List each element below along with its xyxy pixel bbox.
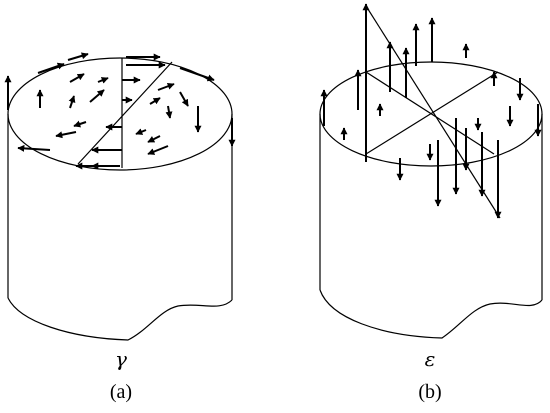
arrow [179, 91, 189, 107]
arrow [73, 120, 87, 128]
arrow [97, 77, 109, 84]
arrow [17, 144, 51, 152]
arrow [147, 135, 161, 143]
arrow [89, 89, 105, 103]
panel-a-bottom-edge [7, 297, 233, 341]
panel-b-divider-b [365, 71, 499, 155]
arrow [147, 145, 169, 155]
panel-a-cylinder [7, 57, 233, 341]
arrow [135, 128, 147, 135]
panel-b-symbol: ε [425, 347, 436, 371]
arrow [68, 95, 76, 109]
panel-b-caption: (b) [418, 381, 441, 403]
panel-b-bottom-edge [319, 289, 543, 339]
panel-b-arrows [320, 3, 542, 219]
arrow [149, 97, 161, 105]
arrow [67, 52, 89, 61]
arrow [157, 82, 175, 91]
arrow [55, 131, 77, 139]
panel-a-divider-diagonal [77, 61, 173, 165]
arrow [69, 73, 85, 83]
arrow [37, 62, 65, 74]
panel-a-symbol: γ [115, 347, 127, 371]
arrow [179, 67, 215, 82]
arrow [165, 105, 173, 119]
panel-a-arrows [4, 52, 236, 170]
panel-b-divider-a [365, 71, 495, 155]
panel-a-caption: (a) [110, 381, 132, 403]
